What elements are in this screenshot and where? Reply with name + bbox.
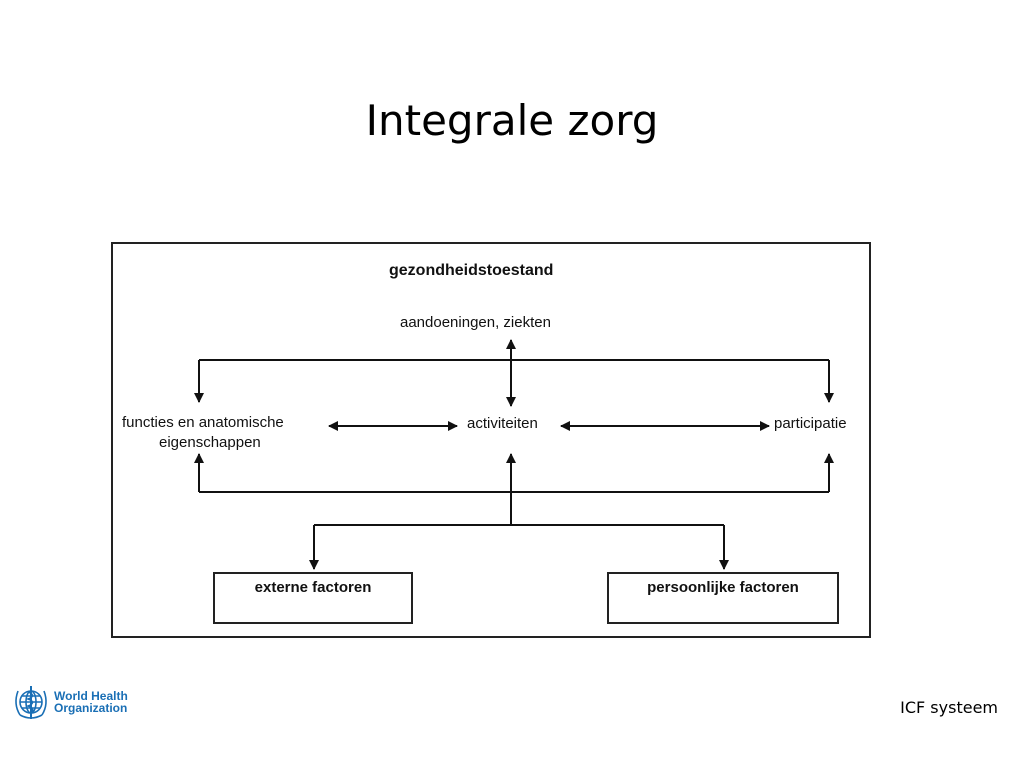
icf-diagram: gezondheidstoestand aandoeningen, ziekte… xyxy=(111,242,871,638)
slide-title: Integrale zorg xyxy=(365,96,659,145)
footer-note: ICF systeem xyxy=(900,698,998,717)
who-emblem-icon xyxy=(15,686,47,719)
health-condition-sub-label: aandoeningen, ziekten xyxy=(400,314,551,331)
who-wordmark: World Health Organization xyxy=(54,690,128,714)
who-logo: World Health Organization xyxy=(12,683,128,721)
personal-factors-label: persoonlijke factoren xyxy=(647,579,799,596)
health-condition-label: gezondheidstoestand xyxy=(389,262,554,279)
external-factors-box: externe factoren xyxy=(213,572,413,624)
participation-label: participatie xyxy=(774,415,847,432)
personal-factors-box: persoonlijke factoren xyxy=(607,572,839,624)
diagram-connectors xyxy=(194,339,834,570)
functions-label-line1: functies en anatomische xyxy=(122,414,284,431)
who-wordmark-line2: Organization xyxy=(54,701,128,715)
who-wordmark-line1: World Health xyxy=(54,689,128,703)
functions-label-line2: eigenschappen xyxy=(159,434,261,451)
external-factors-label: externe factoren xyxy=(254,579,372,596)
activities-label: activiteiten xyxy=(467,415,538,432)
